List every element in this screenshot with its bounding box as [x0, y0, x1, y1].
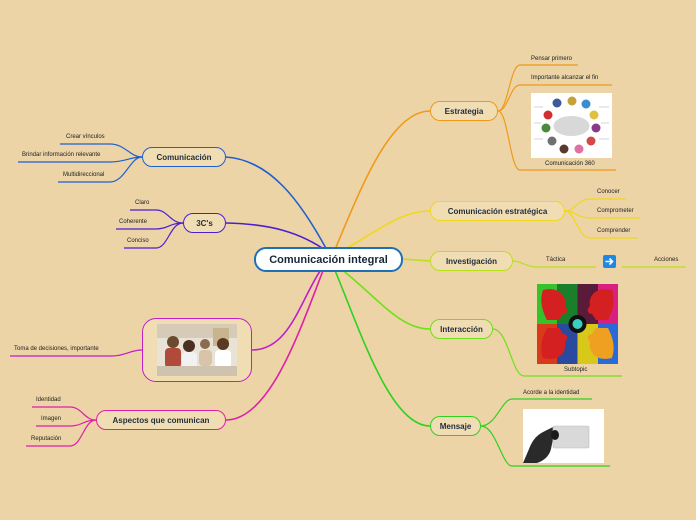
leaf-coherente[interactable]: Coherente	[119, 219, 148, 225]
mensaje-label: Mensaje	[439, 421, 472, 431]
comunicacion-360-image[interactable]	[531, 93, 612, 158]
comunicacion-estrategica-node[interactable]: Comunicación estratégica	[430, 201, 565, 221]
interaccion-label: Interacción	[440, 324, 483, 334]
leaf-brindar-informacion[interactable]: Brindar información relevante	[22, 152, 101, 158]
comunicacion-estrategica-label: Comunicación estratégica	[447, 206, 548, 216]
leaf-reputacion[interactable]: Reputación	[31, 436, 62, 442]
central-node[interactable]: Comunicación integral	[254, 247, 403, 272]
arrow-right-icon	[603, 255, 616, 268]
comunicacion-360-graphic	[534, 96, 609, 154]
estrategia-label: Estrategia	[444, 106, 484, 116]
hand-card-graphic	[523, 409, 604, 463]
leaf-toma-decisiones[interactable]: Toma de decisiones, importante	[14, 346, 99, 352]
leaf-importante-fin[interactable]: Importante alcanzar el fin	[531, 75, 599, 81]
leaf-identidad[interactable]: Identidad	[36, 397, 61, 403]
caption-comunicacion-360: Comunicación 360	[545, 161, 595, 167]
investigacion-label: Investigación	[445, 256, 498, 266]
central-node-label: Comunicación integral	[269, 253, 388, 266]
leaf-conciso[interactable]: Conciso	[127, 238, 149, 244]
leaf-acciones[interactable]: Acciones	[654, 257, 679, 263]
comunicacion-node[interactable]: Comunicación	[142, 147, 226, 167]
mensaje-node[interactable]: Mensaje	[430, 416, 481, 436]
comunicacion-label: Comunicación	[156, 152, 212, 162]
aspectos-node[interactable]: Aspectos que comunican	[96, 410, 226, 430]
meeting-photo	[157, 324, 237, 376]
tres-c-node[interactable]: 3C's	[183, 213, 226, 233]
interaccion-image[interactable]	[537, 284, 618, 364]
leaf-conocer[interactable]: Conocer	[597, 189, 620, 195]
leaf-acorde-identidad[interactable]: Acorde a la identidad	[523, 390, 580, 396]
leaf-crear-vinculos[interactable]: Crear vínculos	[66, 134, 105, 140]
leaf-claro[interactable]: Claro	[135, 200, 150, 206]
card-in-hand-image[interactable]	[523, 409, 604, 463]
caption-subtopic: Subtopic	[564, 367, 588, 373]
investigacion-node[interactable]: Investigación	[430, 251, 513, 271]
leaf-pensar-primero[interactable]: Pensar primero	[531, 56, 573, 62]
heads-graphic	[537, 284, 618, 364]
leaf-comprometer[interactable]: Comprometer	[597, 208, 634, 214]
meeting-image-node[interactable]	[142, 318, 252, 382]
leaf-multidireccional[interactable]: Multidireccional	[63, 172, 105, 178]
estrategia-node[interactable]: Estrategia	[430, 101, 498, 121]
aspectos-label: Aspectos que comunican	[112, 415, 210, 425]
leaf-comprender[interactable]: Comprender	[597, 228, 631, 234]
tres-c-label: 3C's	[196, 218, 213, 228]
leaf-tactica[interactable]: Táctica	[546, 257, 566, 263]
leaf-imagen[interactable]: Imagen	[41, 416, 62, 422]
interaccion-node[interactable]: Interacción	[430, 319, 493, 339]
